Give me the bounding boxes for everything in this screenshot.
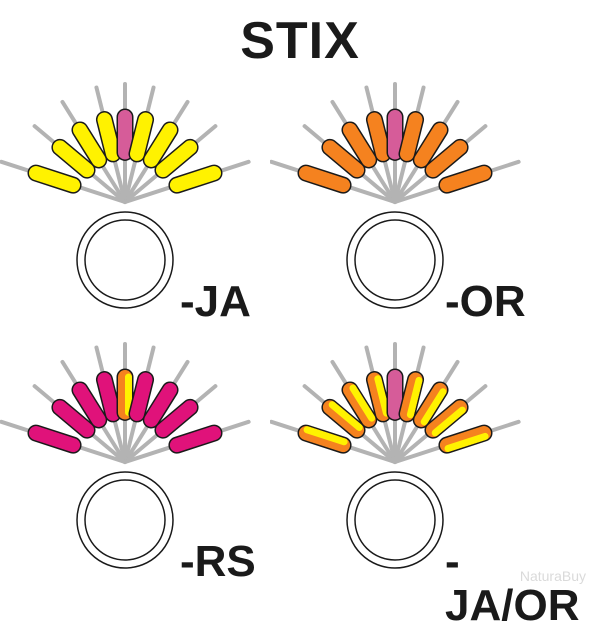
stick (116, 342, 134, 464)
stick (123, 359, 190, 464)
stick (364, 345, 397, 464)
stick (330, 99, 397, 204)
ring-outer (76, 471, 174, 569)
stick (123, 85, 156, 204)
stick (32, 124, 127, 204)
stick (0, 159, 127, 204)
stick (94, 345, 127, 464)
title: STIX (240, 12, 360, 70)
stick (393, 99, 460, 204)
stick (60, 359, 127, 464)
stick (330, 359, 397, 464)
variant-label-or: -OR (445, 277, 526, 326)
stick (393, 124, 488, 204)
stick (123, 419, 251, 464)
ring-outer (346, 211, 444, 309)
ring-outer (76, 211, 174, 309)
stix-diagram-ja (0, 82, 251, 309)
ring-outer (346, 471, 444, 569)
stick (123, 159, 251, 204)
watermark: NaturaBuy (519, 568, 586, 584)
stick (393, 384, 488, 464)
variant-ja-panel: -JA (0, 70, 300, 370)
stick (123, 124, 218, 204)
stick (393, 345, 426, 464)
stick (393, 359, 460, 464)
ring-inner (84, 479, 166, 561)
stick (32, 384, 127, 464)
stix-diagram-ja-or (270, 342, 521, 569)
stix-diagram-or (270, 82, 521, 309)
ring-inner (354, 479, 436, 561)
stick (123, 345, 156, 464)
variant-label-ja-or: -JA/OR (445, 537, 580, 630)
stix-diagram-rs (0, 342, 251, 569)
stick (393, 159, 521, 204)
ring-inner (84, 219, 166, 301)
stick (123, 384, 218, 464)
variant-ja-or-panel: -JA/OR (270, 330, 579, 630)
stick (364, 85, 397, 204)
stick (302, 124, 397, 204)
stick (393, 85, 426, 204)
variant-label-ja: -JA (180, 277, 251, 326)
stick (393, 419, 521, 464)
variant-rs-panel: -RS (0, 330, 300, 630)
variant-or-panel: -OR (270, 70, 570, 370)
stick (302, 384, 397, 464)
variant-label-rs: -RS (180, 537, 256, 586)
stick (94, 85, 127, 204)
stick (270, 159, 397, 204)
ring-inner (354, 219, 436, 301)
stick (270, 419, 397, 464)
stick (123, 99, 190, 204)
stick (60, 99, 127, 204)
stick (0, 419, 127, 464)
